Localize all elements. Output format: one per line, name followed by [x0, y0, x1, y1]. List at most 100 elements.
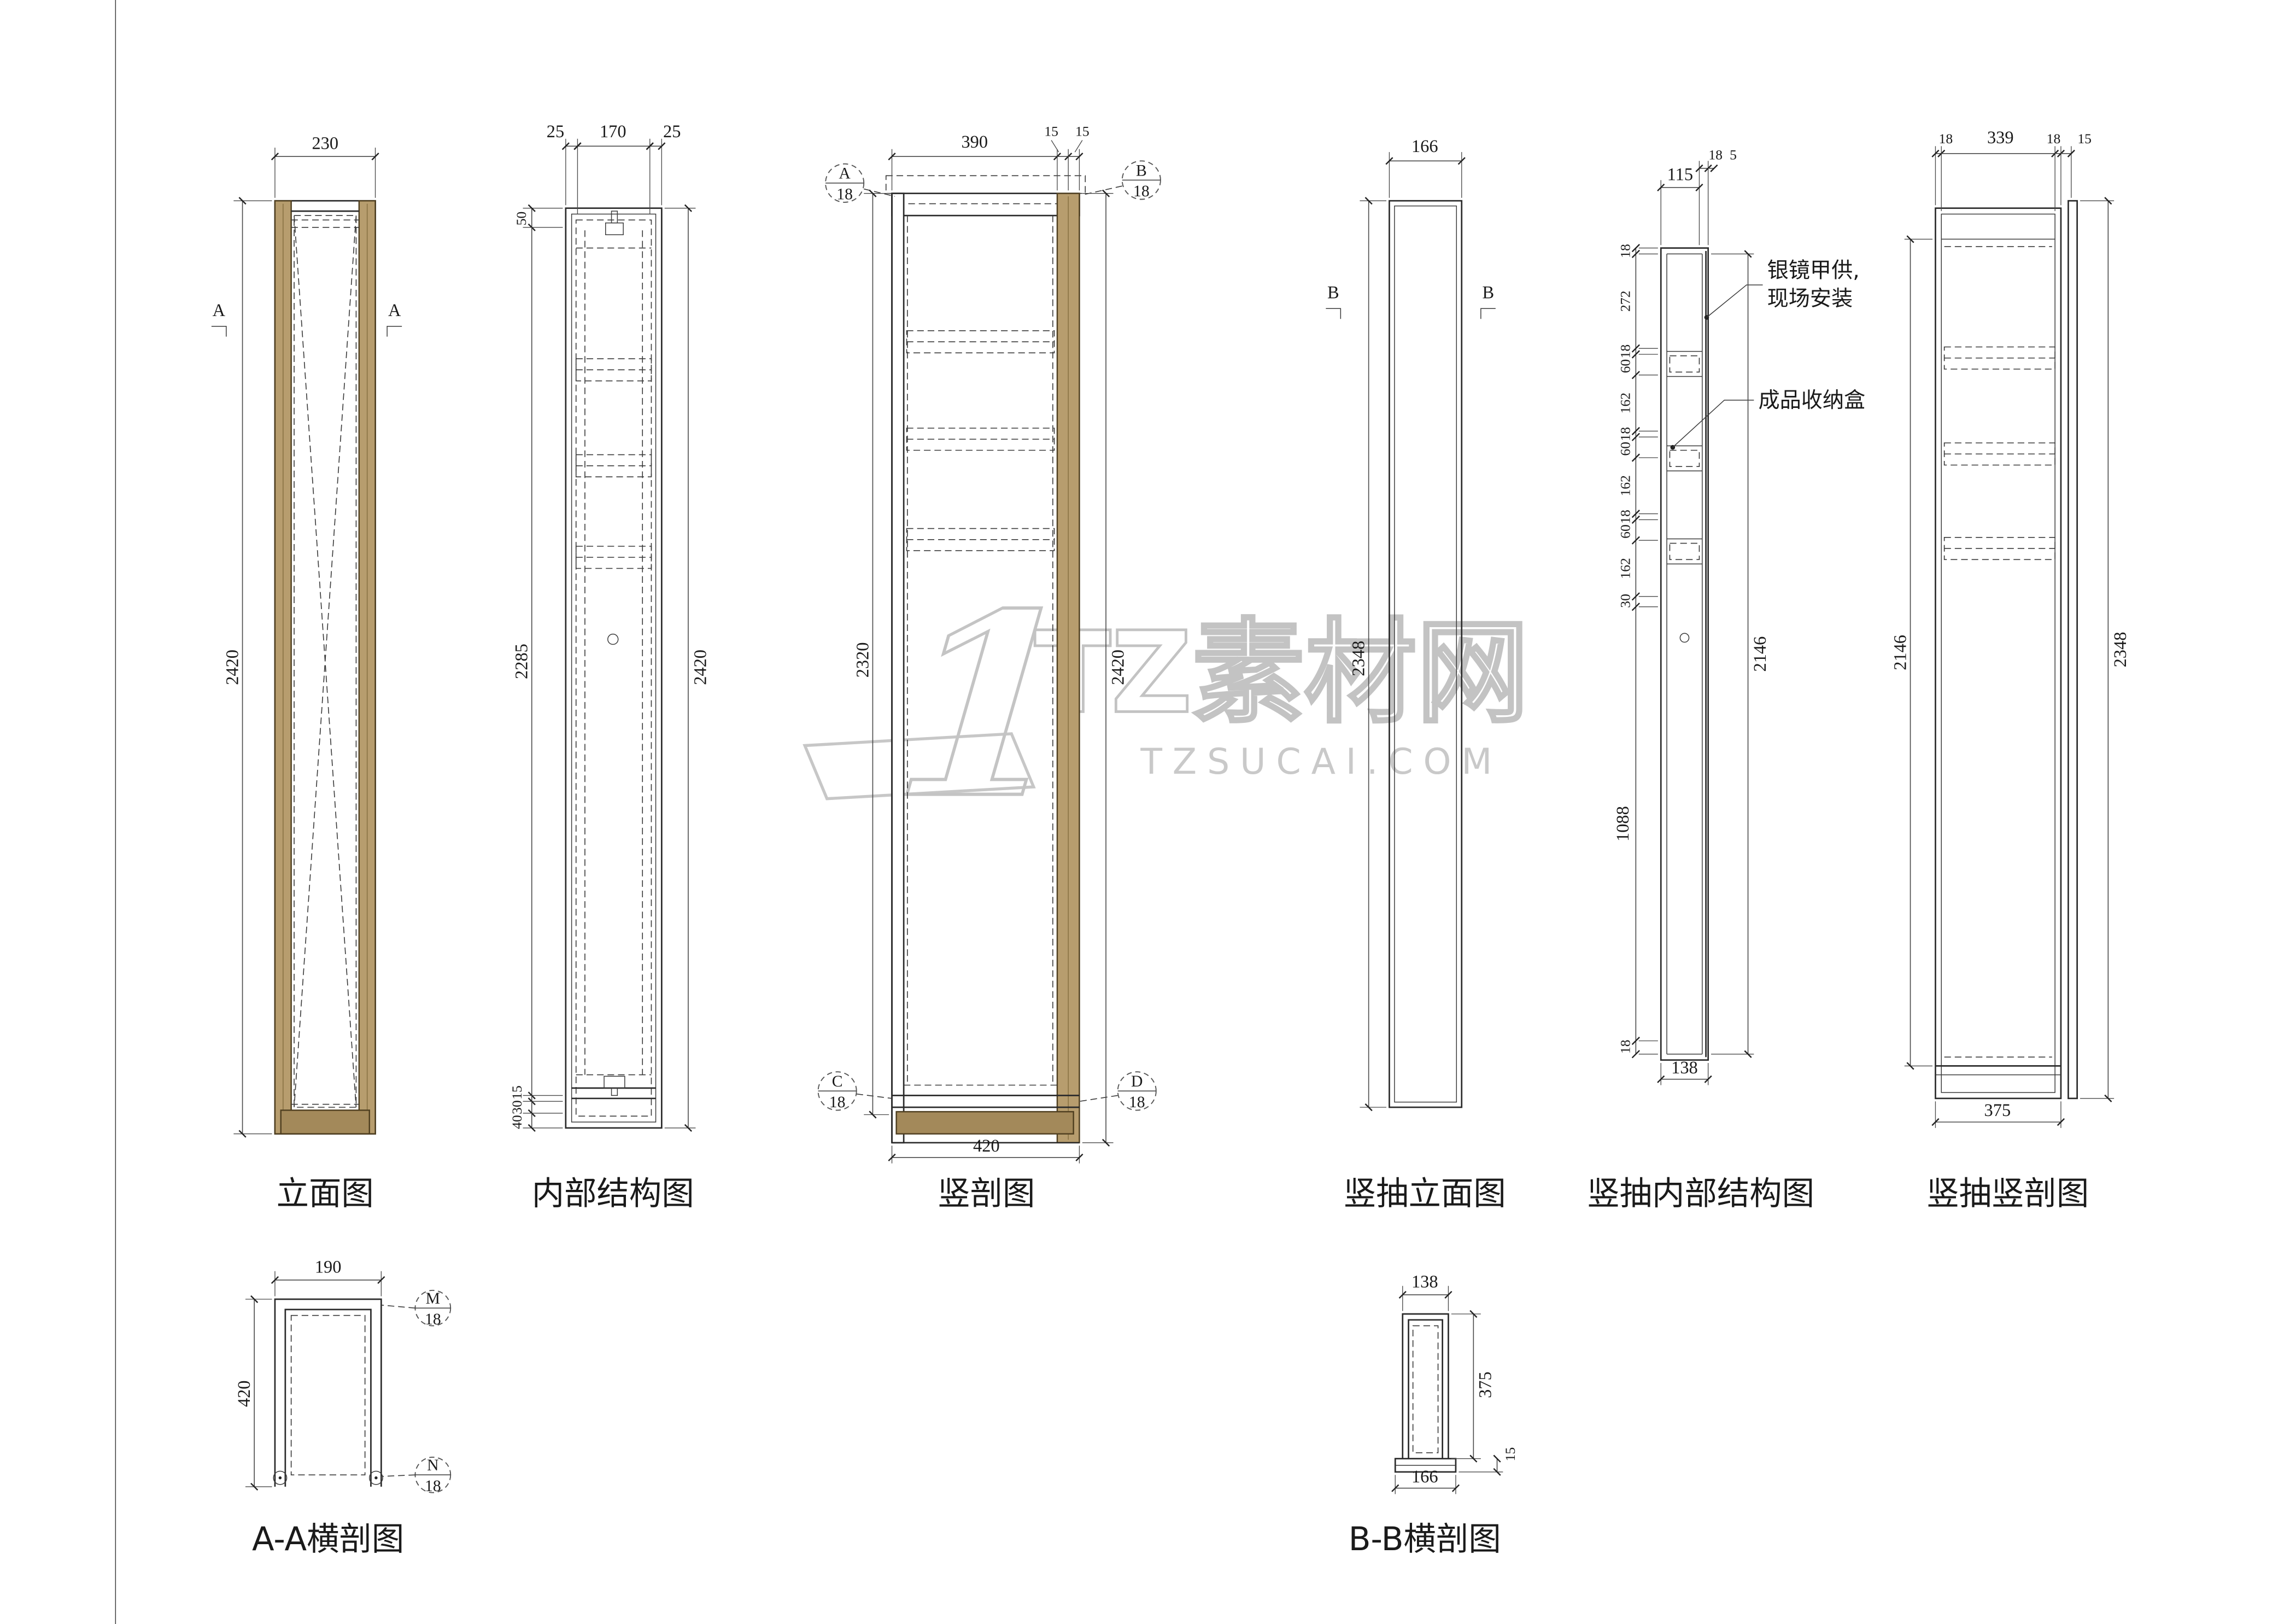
vsection-dim-top: 390 15 15 — [888, 123, 1090, 191]
vsection-bubble-b: B 18 — [1082, 160, 1161, 200]
drawer-internal-notes: 银镜甲供, 现场安装 成品收纳盒 — [1670, 259, 1865, 450]
view-title-aa: A-A横剖图 — [252, 1521, 404, 1558]
drawer-internal-dim-left: 18 272 18 60 162 18 60 162 18 60 162 30 … — [1613, 243, 1658, 1059]
dim-115: 115 — [1667, 165, 1693, 184]
dim-15: 15 — [1502, 1447, 1518, 1462]
leader-line — [1672, 399, 1754, 448]
drawer-elevation-dim-top: 166 — [1385, 137, 1466, 198]
view-bb-cross-section: 138 375 15 166 B-B横剖图 — [1349, 1272, 1518, 1558]
view-title-vsection: 竖剖图 — [938, 1175, 1035, 1213]
dim-50: 50 — [513, 212, 529, 226]
internal-dim-top: 25 170 25 — [547, 122, 681, 214]
dim-2420: 2420 — [222, 650, 242, 685]
hidden-interior-outline — [294, 215, 357, 1108]
dim-170: 170 — [600, 122, 626, 142]
bubble-number: 18 — [425, 1311, 441, 1328]
internal-dim-left: 50 2285 15 30 40 — [509, 204, 563, 1132]
pivot-right — [369, 1470, 383, 1485]
internal-body — [565, 207, 663, 1129]
elevation-dim-width: 230 — [271, 134, 379, 198]
dim-18: 18 — [1618, 1039, 1633, 1054]
view-drawer-internal: 银镜甲供, 现场安装 成品收纳盒 115 18 5 — [1587, 147, 1865, 1213]
dim-18: 18 — [1618, 344, 1633, 359]
bubble-letter: D — [1131, 1073, 1143, 1090]
bb-dim-top: 138 — [1398, 1272, 1452, 1311]
view-title-drawer-internal: 竖抽内部结构图 — [1587, 1175, 1814, 1213]
dim-30: 30 — [509, 1100, 525, 1114]
vsection-dim-right: 2420 — [1082, 189, 1128, 1147]
dim-162: 162 — [1618, 558, 1633, 579]
bubble-letter: M — [426, 1290, 440, 1307]
dim-2146: 2146 — [1750, 636, 1770, 672]
top-cap — [891, 192, 1080, 217]
dim-18: 18 — [2047, 131, 2061, 147]
aa-bubble-n: N 18 — [383, 1456, 452, 1495]
drawer-internal-dim-right: 2146 — [1711, 250, 1770, 1058]
drawer-internal-dim-top: 115 18 5 — [1657, 147, 1737, 246]
dim-15: 15 — [1075, 123, 1090, 139]
section-cut-symbol — [211, 325, 227, 337]
bubble-letter: A — [839, 165, 851, 183]
view-drawer-section: 18 339 18 15 2146 2348 375 竖抽竖剖图 — [1890, 128, 2130, 1213]
dim-2420: 2420 — [1108, 650, 1128, 685]
storage-box — [1669, 355, 1700, 373]
dim-138: 138 — [1411, 1272, 1438, 1292]
dim-2348: 2348 — [1349, 641, 1369, 676]
aa-body — [273, 1298, 383, 1487]
bottom-lock-detail — [604, 1076, 625, 1089]
left-panel — [891, 192, 905, 1144]
storage-box — [1669, 449, 1700, 468]
dim-1088: 1088 — [1613, 806, 1633, 842]
door-swing-diagonal — [294, 215, 357, 1108]
vsection-dim-bottom: 420 — [888, 1136, 1083, 1164]
drawer-section-dim-right: 2348 — [2080, 197, 2130, 1102]
drawer-internal-body — [1660, 247, 1709, 1061]
base-board — [895, 1111, 1074, 1135]
view-title-bb: B-B横剖图 — [1349, 1521, 1501, 1558]
drawer-section-dim-bottom: 375 — [1931, 1101, 2065, 1128]
drawer-section-dim-left: 2146 — [1890, 235, 1933, 1070]
dim-15: 15 — [2077, 131, 2092, 147]
vsection-bubble-d: D 18 — [1079, 1071, 1157, 1111]
dim-15: 15 — [1044, 123, 1058, 139]
vsection-bubble-a: A 18 — [825, 163, 895, 203]
section-letter-a: A — [213, 301, 226, 320]
watermark-domain: TZSUCAI.COM — [1140, 741, 1502, 782]
dim-2320: 2320 — [853, 642, 872, 678]
aa-bubble-m: M 18 — [381, 1289, 452, 1328]
section-cut-symbol — [1480, 308, 1496, 319]
bubble-letter: N — [427, 1457, 438, 1474]
note-storage-box: 成品收纳盒 — [1758, 388, 1865, 413]
aa-dim-top: 190 — [271, 1257, 385, 1296]
internal-dim-right: 2420 — [664, 204, 710, 1132]
hidden-door-outline — [290, 1315, 366, 1476]
dim-390: 390 — [961, 132, 988, 152]
dim-18: 18 — [1708, 147, 1723, 163]
drawer-section-body — [1935, 200, 2078, 1100]
bubble-number: 18 — [1129, 1094, 1145, 1111]
drawer-elevation-marker-left: B — [1326, 283, 1342, 319]
drawer-internal-dim-bottom: 138 — [1657, 1058, 1712, 1085]
note-mirror-line2: 现场安装 — [1767, 287, 1853, 311]
dim-272: 272 — [1618, 291, 1633, 312]
view-drawer-elevation: 166 2348 B B 竖抽立面图 — [1326, 137, 1506, 1213]
leader-line — [1706, 284, 1763, 318]
bb-dim-bottom: 166 — [1391, 1467, 1460, 1494]
bubble-letter: B — [1136, 162, 1147, 179]
drawer-elevation-body — [1389, 200, 1463, 1108]
watermark: 1 TZ素材网 TZSUCAI.COM — [803, 557, 1530, 855]
cam-hole — [1679, 633, 1690, 643]
bubble-number: 18 — [836, 186, 853, 203]
view-title-elevation: 立面图 — [277, 1175, 374, 1213]
view-aa-cross-section: M 18 N 18 190 420 A-A横剖图 — [235, 1257, 452, 1558]
dim-60: 60 — [1618, 524, 1633, 539]
dim-18: 18 — [1939, 131, 1953, 147]
bubble-number: 18 — [425, 1477, 441, 1495]
dim-60: 60 — [1618, 359, 1633, 373]
dim-166: 166 — [1411, 1467, 1438, 1487]
vsection-dim-left: 2320 — [853, 189, 889, 1119]
dim-60: 60 — [1618, 442, 1633, 456]
dim-30: 30 — [1618, 594, 1633, 608]
storage-box — [1669, 542, 1700, 560]
section-letter-a: A — [388, 301, 401, 320]
